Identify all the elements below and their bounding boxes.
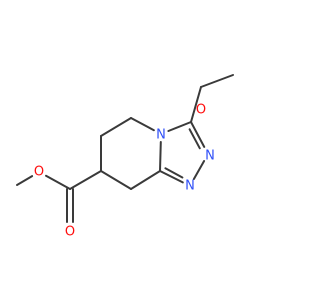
bond-c8-c7 bbox=[100, 170, 132, 190]
bond-c3-n2-inner bbox=[188, 128, 201, 150]
bonds bbox=[16, 74, 234, 223]
ester-oxygen-double-label: O bbox=[65, 225, 75, 240]
bond-c3-n2 bbox=[190, 121, 206, 148]
bond-c8a-c8 bbox=[130, 170, 161, 190]
ester-oxygen-single: O bbox=[34, 165, 44, 180]
bond-c3-ch2 bbox=[190, 86, 202, 123]
bond-carbonyl-c7 bbox=[69, 170, 102, 190]
ring-nitrogen-upper: N bbox=[205, 149, 215, 164]
bond-oxygen-carbonyl bbox=[45, 174, 71, 190]
bond-n4-c8a bbox=[159, 141, 162, 172]
ring-nitrogen-upper-label: N bbox=[205, 149, 215, 164]
ring-nitrogen-fused: N bbox=[156, 128, 166, 143]
ring-nitrogen-fused-label: N bbox=[156, 128, 166, 143]
bond-n1-c8a-inner bbox=[164, 167, 184, 179]
bond-n2-n1 bbox=[192, 160, 206, 180]
bond-c6-c5 bbox=[100, 117, 132, 137]
ring-nitrogen-lower-label: N bbox=[185, 179, 195, 194]
molecule-structure: O O N N N O bbox=[16, 74, 234, 240]
ester-oxygen-double: O bbox=[65, 225, 75, 240]
bond-ch2-ch2 bbox=[200, 74, 234, 88]
ring-nitrogen-lower: N bbox=[185, 179, 195, 194]
atom-labels: O O N N N O bbox=[34, 103, 215, 240]
ester-oxygen-single-label: O bbox=[34, 165, 44, 180]
bond-n4-c3 bbox=[167, 121, 192, 132]
ether-oxygen: O bbox=[196, 103, 206, 118]
ether-oxygen-label: O bbox=[196, 103, 206, 118]
bond-methyl-oxygen bbox=[16, 175, 34, 186]
bond-n1-c8a bbox=[159, 170, 184, 184]
bond-c5-n4 bbox=[130, 117, 155, 132]
